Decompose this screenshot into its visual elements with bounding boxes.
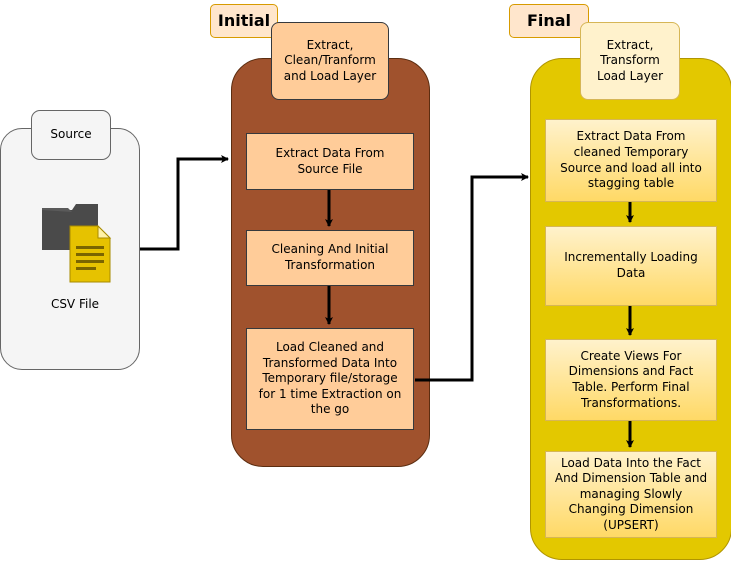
final-header: Final [509,4,589,38]
final-layer-label: Extract, Transform Load Layer [580,22,680,100]
arrow-initial-to-final [415,173,529,382]
initial-layer-label: Extract, Clean/Tranform and Load Layer [271,22,389,100]
csv-file-caption: CSV File [50,297,100,312]
final-step-load-fact-dimension: Load Data Into the Fact And Dimension Ta… [545,451,717,538]
final-step-extract-staging: Extract Data From cleaned Temporary Sour… [545,119,717,202]
source-label: Source [31,110,111,160]
initial-step-load-temp: Load Cleaned and Transformed Data Into T… [246,328,414,430]
initial-header: Initial [210,4,278,38]
final-step-create-views: Create Views For Dimensions and Fact Tab… [545,339,717,421]
initial-step-extract: Extract Data From Source File [246,133,414,190]
arrow-source-to-extract [140,155,229,251]
document-icon [69,224,112,283]
final-step-incremental-load: Incrementally Loading Data [545,226,717,306]
csv-file-icon [42,204,112,283]
initial-step-cleaning: Cleaning And Initial Transformation [246,230,414,286]
